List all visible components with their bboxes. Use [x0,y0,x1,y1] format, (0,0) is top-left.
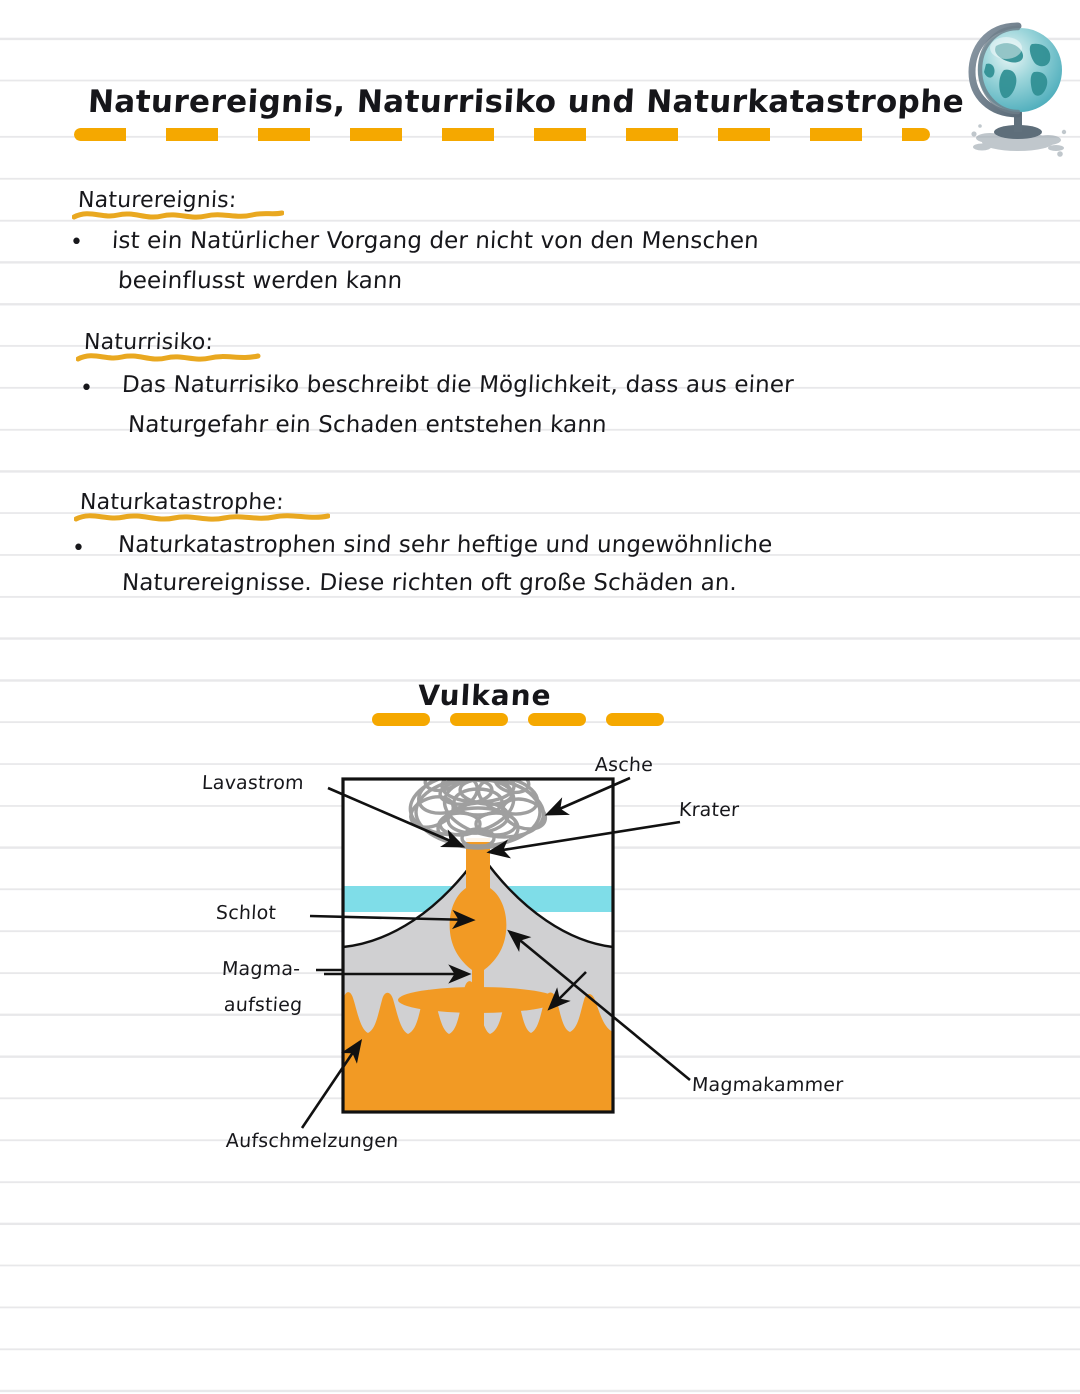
diagram-label-magma-aufstieg-line2: aufstieg [223,994,303,1016]
bullet-marker: • [70,230,83,255]
volcano-diagram: Lavastrom Asche Krater Schlot Magma- auf… [190,742,930,1172]
body-line: ist ein Natürlicher Vorgang der nicht vo… [111,228,760,254]
body-line: Das Naturrisiko beschreibt die Möglichke… [121,372,795,398]
body-line: Naturereignisse. Diese richten oft große… [121,570,738,596]
diagram-label-schlot: Schlot [215,902,277,924]
diagram-label-krater: Krater [678,799,740,821]
diagram-label-asche: Asche [594,754,654,776]
bullet-marker: • [80,376,93,401]
diagram-label-magma-aufstieg-line1: Magma- [221,958,301,980]
bullet-marker: • [72,536,85,561]
diagram-heading: Vulkane [417,679,553,712]
squiggle-underline-naturrisiko [75,348,262,364]
diagram-label-magmakammer: Magmakammer [691,1074,844,1096]
page-title: Naturereignis, Naturrisiko und Naturkata… [87,84,966,120]
globe-icon [960,14,1078,166]
page-title-text: Naturereignis, Naturrisiko und Naturkata… [87,84,966,120]
title-highlight-underline [74,128,930,141]
vulkane-highlight-underline [372,713,664,726]
body-line: Naturgefahr ein Schaden entstehen kann [127,412,608,438]
diagram-label-lavastrom: Lavastrom [201,772,305,794]
body-line: Naturkatastrophen sind sehr heftige und … [117,532,774,558]
body-line: beeinflusst werden kann [117,268,404,294]
diagram-label-aufschmelzungen: Aufschmelzungen [225,1130,400,1152]
squiggle-underline-naturkatastrophe [73,508,331,524]
squiggle-underline-naturereignis [71,206,285,222]
